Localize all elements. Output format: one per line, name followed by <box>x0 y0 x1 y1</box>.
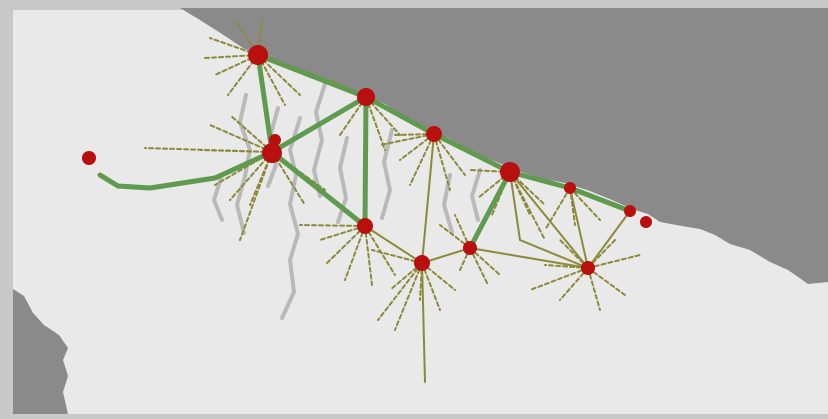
settlement-node[interactable] <box>82 151 96 165</box>
settlement-node[interactable] <box>248 45 268 65</box>
settlement-node[interactable] <box>426 126 442 142</box>
settlement-node[interactable] <box>463 241 477 255</box>
sea-area <box>180 8 828 284</box>
settlement-node[interactable] <box>414 255 430 271</box>
settlement-node[interactable] <box>500 162 520 182</box>
settlement-node[interactable] <box>640 216 652 228</box>
settlement-node[interactable] <box>581 261 595 275</box>
settlement-node[interactable] <box>564 182 576 194</box>
settlement-node[interactable] <box>357 88 375 106</box>
main-roads <box>97 52 633 251</box>
settlement-node[interactable] <box>262 143 282 163</box>
settlement-node[interactable] <box>624 205 636 217</box>
settlements <box>82 45 652 275</box>
bottom-left-water <box>13 289 68 414</box>
settlement-node[interactable] <box>357 218 373 234</box>
